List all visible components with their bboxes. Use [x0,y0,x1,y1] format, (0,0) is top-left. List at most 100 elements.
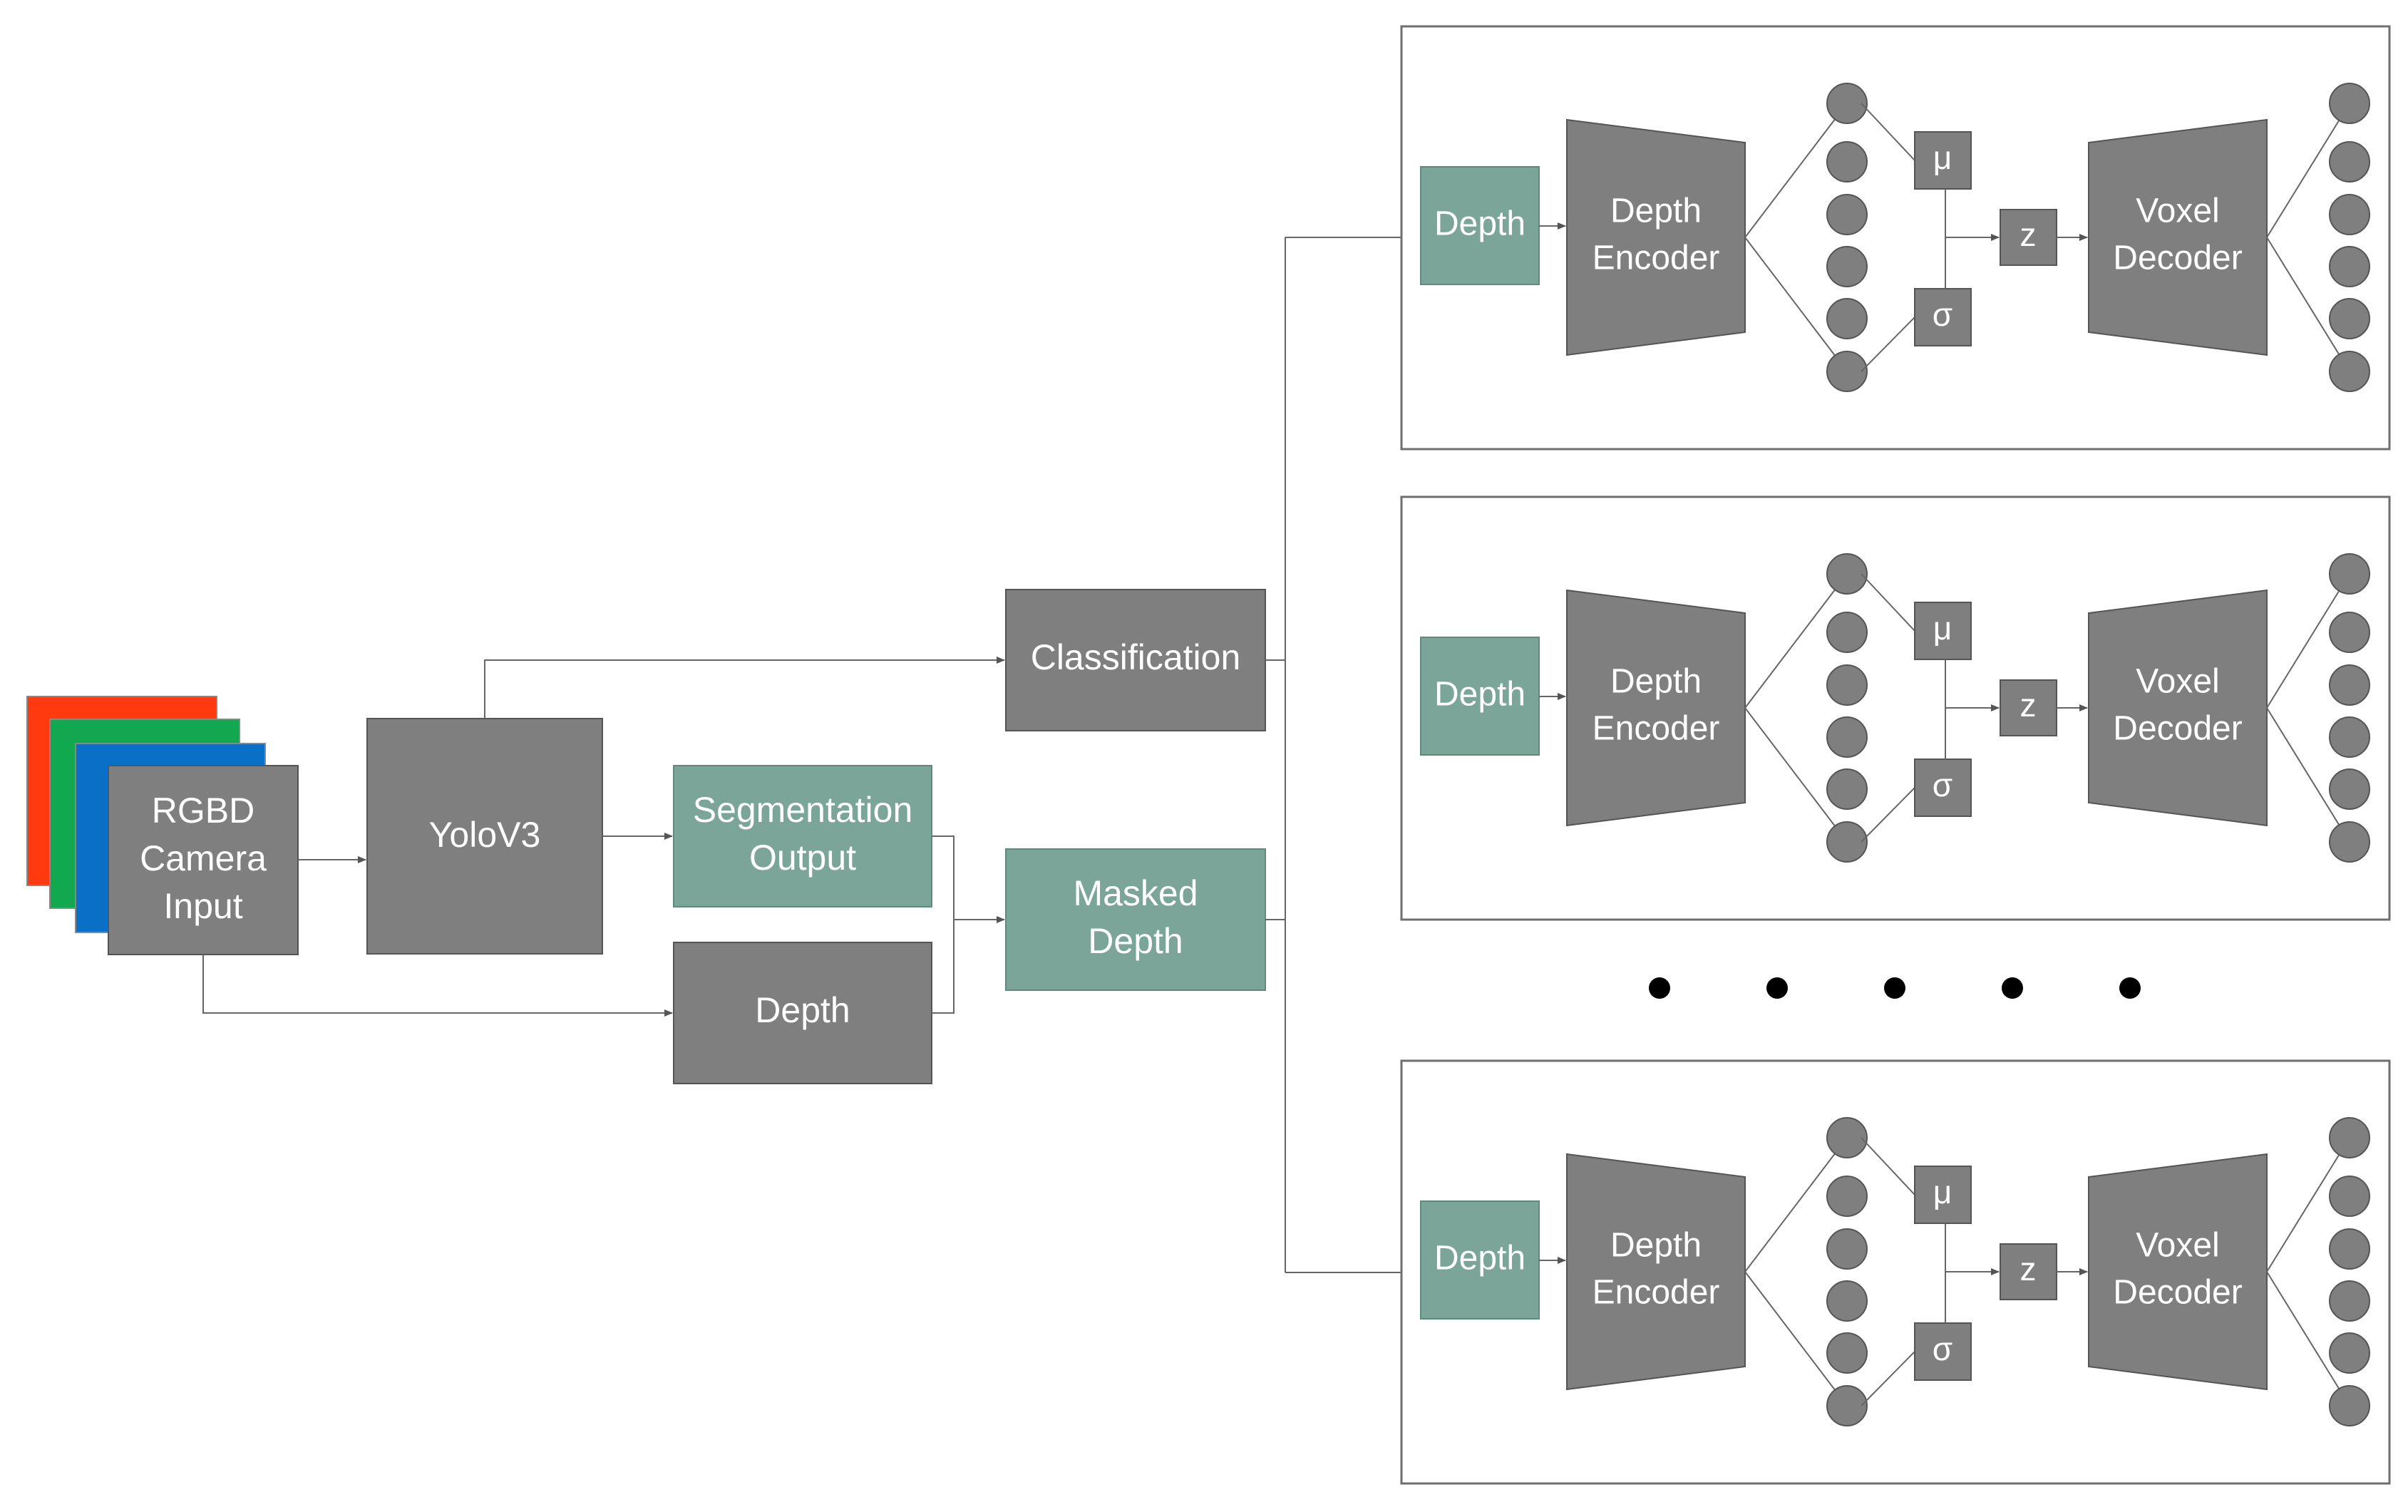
connector-depth-to-masked [932,916,1005,1014]
connector-decoder-to-output [2266,237,2350,372]
masked-depth-label-1: Masked [1073,873,1198,913]
panel-depth-input-label: Depth [1434,676,1525,714]
sigma-label: σ [1933,296,1952,333]
classification-block: Classification [1005,589,1266,731]
panel-frame [1400,25,2391,451]
z-label: z [2020,1250,2037,1287]
segmentation-label-1: Segmentation [693,790,913,830]
connector-latent-to-mu [1861,1137,1915,1195]
output-node [2329,351,2370,392]
voxel-decoder [2088,1153,2268,1391]
decoder-label-1: Voxel [2136,192,2219,230]
voxel-decoder [2088,589,2268,827]
connector-encoder-to-latent [1744,1271,1848,1406]
output-node [2329,1332,2370,1374]
connector-latent-to-mu [1861,103,1915,161]
connector-segmentation-to-masked [932,835,955,920]
connector-latent-to-sigma [1861,317,1915,372]
connector-latent-to-sigma [1861,787,1915,843]
pipeline-connectors [202,237,1401,1273]
sigma-label: σ [1933,766,1952,803]
ellipsis [1649,977,2141,999]
depth-encoder [1566,589,1746,827]
panel-depth-input-label: Depth [1434,205,1525,243]
z-node [2000,1243,2057,1300]
latent-node [1826,1117,1868,1158]
latent-node [1826,821,1868,863]
rgbd-camera-input: RGBD Camera Input [26,696,299,955]
connector-decoder-to-output [2266,103,2350,238]
decoder-label-2: Decoder [2113,240,2242,277]
depth-encoder [1566,118,1746,356]
latent-node [1826,246,1868,287]
latent-node [1826,351,1868,392]
ellipsis-dot [1649,977,1670,999]
output-node [2329,1280,2370,1322]
masked-depth-block: Masked Depth [1005,848,1266,991]
panel-depth-input [1420,1200,1540,1320]
panel-frame [1400,495,2391,921]
mu-label: μ [1933,610,1952,647]
connector-input-to-depth [202,955,673,1017]
output-node [2329,298,2370,339]
ellipsis-dot [1766,977,1788,999]
decoder-label-1: Voxel [2136,1227,2219,1265]
mu-node [1914,602,1972,660]
encoder-label-1: Depth [1610,1227,1702,1265]
panel-depth-input-label: Depth [1434,1240,1525,1277]
connector-decoder-to-output [2266,1271,2350,1406]
mu-label: μ [1933,1173,1952,1210]
connector-encoder-to-latent [1744,573,1848,709]
latent-node [1826,553,1868,595]
z-label: z [2020,216,2037,253]
depth-encoder [1566,1153,1746,1391]
connector-latent-to-sigma [1861,1351,1915,1406]
connector-encoder-to-latent [1744,237,1848,372]
mu-node [1914,131,1972,190]
mu-label: μ [1933,139,1952,176]
encoder-label-2: Encoder [1593,710,1720,748]
output-node [2329,612,2370,653]
latent-node [1826,83,1868,124]
mu-node [1914,1166,1972,1224]
encoder-label-1: Depth [1610,192,1702,230]
output-node [2329,1176,2370,1217]
latent-node [1826,716,1868,758]
output-node [2329,194,2370,235]
latent-node [1826,768,1868,810]
connector-encoder-to-latent [1744,1137,1848,1272]
output-node [2329,664,2370,706]
output-node [2329,768,2370,810]
yolo-label: YoloV3 [429,815,541,855]
ellipsis-dot [2002,977,2023,999]
masked-depth-label-2: Depth [1088,921,1183,961]
encoder-label-1: Depth [1610,663,1702,701]
connector-encoder-to-latent [1744,103,1848,238]
connector-latent-to-mu [1861,573,1915,632]
latent-node [1826,298,1868,339]
sigma-node [1914,288,1972,346]
output-node [2329,246,2370,287]
connector-encoder-to-latent [1744,707,1848,843]
latent-node [1826,141,1868,182]
yolo-block: YoloV3 [366,718,603,955]
output-node [2329,1385,2370,1426]
sigma-node [1914,758,1972,817]
camera-input-label-3: Input [163,886,242,926]
camera-input-label-1: RGBD [152,791,254,830]
connector-decoder-to-output [2266,1137,2350,1272]
panel-frame [1400,1059,2391,1485]
latent-node [1826,1385,1868,1426]
latent-node [1826,664,1868,706]
latent-node [1826,1280,1868,1322]
decoder-label-2: Decoder [2113,710,2242,748]
output-node [2329,716,2370,758]
panel-depth-input [1420,637,1540,756]
connector-decoder-to-output [2266,573,2350,709]
output-node [2329,83,2370,124]
connector-yolo-to-classification [484,657,1005,719]
